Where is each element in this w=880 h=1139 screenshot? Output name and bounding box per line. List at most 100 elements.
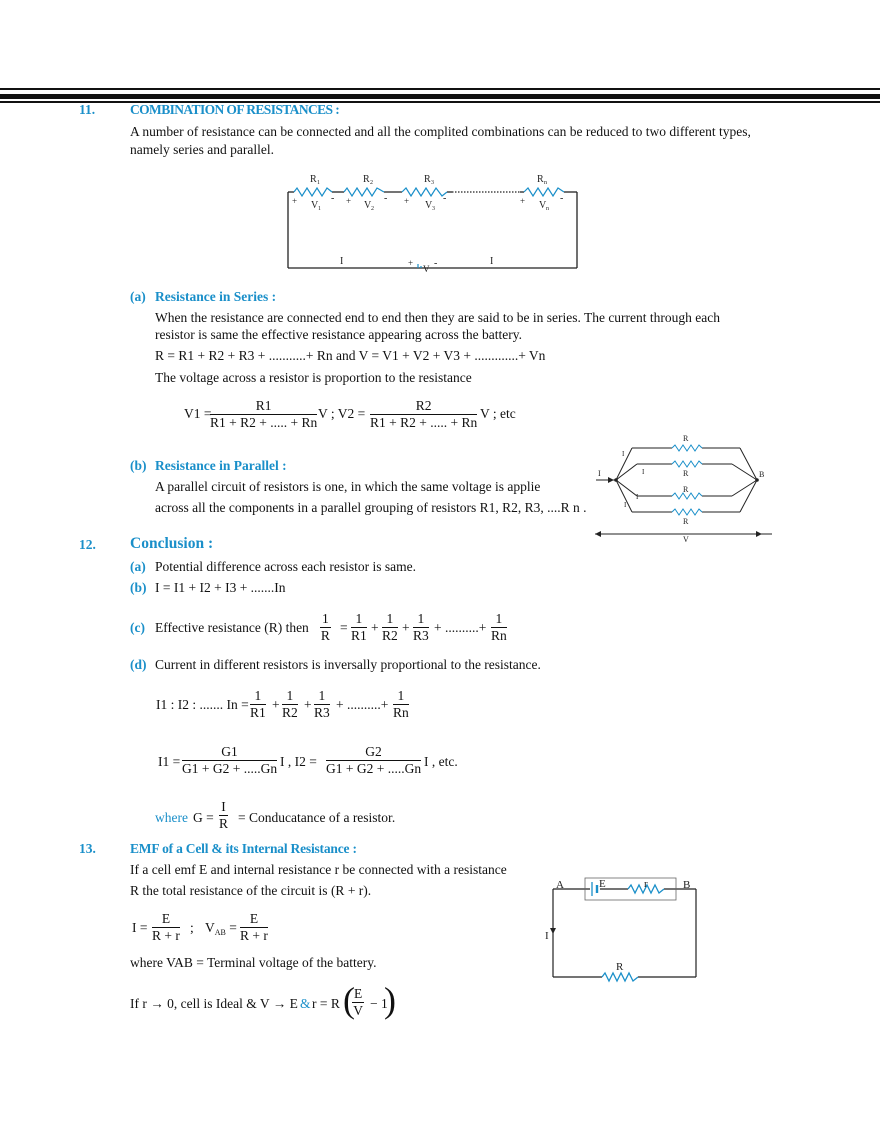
section-13-line1: If a cell emf E and internal resistance …: [130, 862, 507, 877]
cell-circuit-diagram: A E r B R I: [545, 877, 697, 983]
parallel-rn: R: [683, 517, 689, 526]
cell-emf-label: E: [599, 878, 606, 890]
i1-conductance-lhs: I1 =: [158, 754, 181, 769]
series-v1-label: V: [311, 200, 319, 211]
parallel-voltage: V: [683, 535, 689, 544]
eq-semicolon: ;: [190, 920, 194, 935]
section-11-intro-line1: A number of resistance can be connected …: [130, 124, 751, 139]
cell-internal-r: r: [644, 878, 648, 890]
series-vn-label: V: [539, 200, 547, 211]
c-plus-1: +: [371, 620, 379, 635]
parallel-in: I: [624, 501, 627, 509]
svg-text:n: n: [544, 180, 547, 186]
series-current-left: I: [340, 256, 343, 267]
svg-text:-: -: [434, 258, 437, 269]
section-11-number: 11.: [79, 102, 96, 117]
parallel-i2: I: [642, 468, 645, 476]
part-a-line1: When the resistance are connected end to…: [155, 310, 721, 325]
ideal-cell-paren-close: ): [384, 980, 396, 1020]
svg-text:-: -: [384, 193, 387, 204]
cell-node-a: A: [556, 879, 564, 891]
svg-text:n: n: [546, 206, 549, 212]
vab-lhs: VAB =: [205, 920, 237, 937]
where-label: where: [155, 810, 188, 825]
series-battery-label: V: [423, 264, 430, 274]
v2-equation-lhs: V ; V2 =: [318, 406, 366, 421]
conclusion-a-text: Potential difference across each resisto…: [155, 559, 417, 574]
conclusion-a-label: (a): [130, 559, 146, 574]
current-eq-lhs: I =: [132, 920, 148, 935]
cell-load-r: R: [616, 961, 624, 973]
conductance-tail: I , etc.: [424, 754, 458, 769]
header-rule-thick: [0, 94, 880, 99]
cell-current: I: [545, 930, 549, 942]
conclusion-c-text: Effective resistance (R) then: [155, 620, 309, 635]
ideal-cell-amp: &: [300, 996, 311, 1011]
svg-text:+: +: [404, 196, 409, 206]
current-ratio-lhs: I1 : I2 : ....... In =: [156, 697, 249, 712]
series-r2-label: R: [363, 174, 370, 185]
conclusion-b-label: (b): [130, 580, 147, 595]
conclusion-d-label: (d): [130, 657, 147, 672]
section-11-title: COMBINATION OF RESISTANCES :: [130, 102, 340, 117]
section-13-line2: R the total resistance of the circuit is…: [130, 883, 372, 898]
svg-text:+: +: [346, 196, 351, 206]
parallel-r1: R: [683, 434, 689, 443]
svg-text:3: 3: [432, 206, 435, 212]
svg-text:2: 2: [371, 206, 374, 212]
series-circuit-diagram: R 1 R 2 R 3 R n + V 1 - + V 2 - + V 3 - …: [287, 174, 578, 274]
section-13-number: 13.: [79, 841, 96, 856]
part-a-line2: resistor is same the effective resistanc…: [155, 327, 522, 342]
conclusion-c-label: (c): [130, 620, 145, 635]
section-12-title: Conclusion :: [130, 535, 214, 552]
part-b-label: (b): [130, 458, 147, 473]
part-a-line3: The voltage across a resistor is proport…: [155, 370, 472, 385]
parallel-input-current: I: [598, 469, 601, 478]
svg-text:-: -: [443, 193, 446, 204]
ideal-cell-r-eq: r = R: [312, 996, 340, 1011]
parallel-i3: I: [636, 493, 639, 501]
part-a-title: Resistance in Series :: [155, 289, 277, 304]
part-b-line1: A parallel circuit of resistors is one, …: [155, 479, 541, 494]
series-rn-label: R: [537, 174, 544, 185]
svg-text:+: +: [520, 196, 525, 206]
svg-text:2: 2: [370, 180, 373, 186]
ratio-plus-2: +: [304, 697, 312, 712]
parallel-i1: I: [622, 450, 625, 458]
header-rule-thin: [0, 88, 880, 90]
series-v3-label: V: [425, 200, 433, 211]
series-r1-label: R: [310, 174, 317, 185]
svg-text:+: +: [408, 258, 413, 268]
header-rule-mid: [0, 101, 880, 103]
section-12-number: 12.: [79, 537, 96, 552]
i2-conductance-lhs: I , I2 =: [280, 754, 317, 769]
ideal-cell-minus-one: − 1: [370, 996, 388, 1011]
svg-text:-: -: [331, 193, 334, 204]
ratio-dots: + ..........+: [336, 697, 389, 712]
part-a-label: (a): [130, 289, 146, 304]
svg-text:+: +: [292, 196, 297, 206]
parallel-circuit-diagram: I B R R R R I I I I V: [595, 434, 772, 544]
c-plus-2: +: [402, 620, 410, 635]
parallel-r2: R: [683, 469, 689, 478]
parallel-node-b: B: [759, 470, 764, 479]
series-r3-label: R: [424, 174, 431, 185]
conclusion-d-text: Current in different resistors is invers…: [155, 657, 541, 672]
ideal-cell-text: If r → 0, cell is Ideal & V → E: [130, 996, 298, 1011]
series-v2-label: V: [364, 200, 372, 211]
part-b-line2: across all the components in a parallel …: [155, 500, 587, 515]
series-current-right: I: [490, 256, 493, 267]
